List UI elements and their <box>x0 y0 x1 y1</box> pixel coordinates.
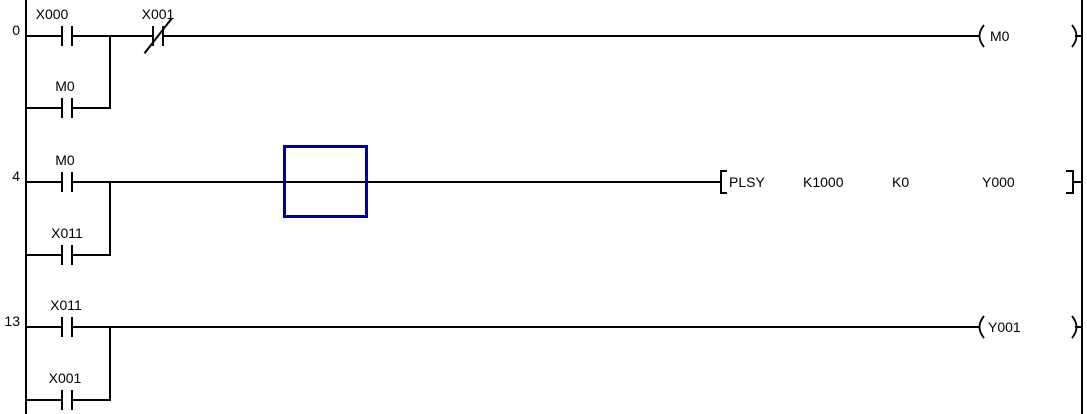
wire <box>73 399 111 401</box>
coil-label: Y001 <box>988 319 1021 335</box>
left-power-rail <box>25 0 27 414</box>
branch-wire <box>109 35 111 109</box>
wire <box>27 399 61 401</box>
wire <box>1075 326 1081 328</box>
instruction-operand: K1000 <box>803 174 844 190</box>
contact-label: X000 <box>35 6 69 22</box>
instruction-opcode: PLSY <box>729 174 765 190</box>
wire <box>27 326 61 328</box>
contact-label: M0 <box>55 152 75 168</box>
contact-normally-open[interactable] <box>61 390 73 410</box>
contact-label: X001 <box>141 6 175 22</box>
wire <box>27 254 61 256</box>
coil-open-paren-icon <box>978 24 985 48</box>
rung-number: 4 <box>12 168 20 184</box>
contact-label: X011 <box>51 225 83 241</box>
contact-label: M0 <box>55 78 75 94</box>
wire <box>73 181 720 183</box>
wire <box>73 254 111 256</box>
contact-normally-open[interactable] <box>61 172 73 192</box>
edit-cursor[interactable] <box>283 145 368 218</box>
contact-label: X001 <box>48 370 82 386</box>
coil-label: M0 <box>990 28 1010 44</box>
wire <box>73 107 111 109</box>
branch-wire <box>109 181 111 256</box>
coil-open-paren-icon <box>978 315 985 339</box>
branch-wire <box>109 326 111 401</box>
contact-label: X011 <box>50 297 82 313</box>
wire <box>164 35 980 37</box>
contact-normally-open[interactable] <box>61 98 73 118</box>
wire <box>1075 35 1081 37</box>
contact-normally-open[interactable] <box>61 317 73 337</box>
instruction-open-bracket-icon <box>720 170 727 194</box>
wire <box>27 107 61 109</box>
wire <box>1073 181 1081 183</box>
right-power-rail <box>1081 0 1083 414</box>
rung-number: 13 <box>4 313 20 329</box>
instruction-operand: Y000 <box>982 174 1015 190</box>
wire <box>27 181 61 183</box>
wire <box>73 326 980 328</box>
contact-normally-open[interactable] <box>61 26 73 46</box>
instruction-operand: K0 <box>892 174 910 190</box>
rung-number: 0 <box>12 22 20 38</box>
wire <box>27 35 61 37</box>
contact-normally-closed[interactable] <box>143 18 173 54</box>
contact-normally-open[interactable] <box>61 245 73 265</box>
wire <box>73 35 152 37</box>
